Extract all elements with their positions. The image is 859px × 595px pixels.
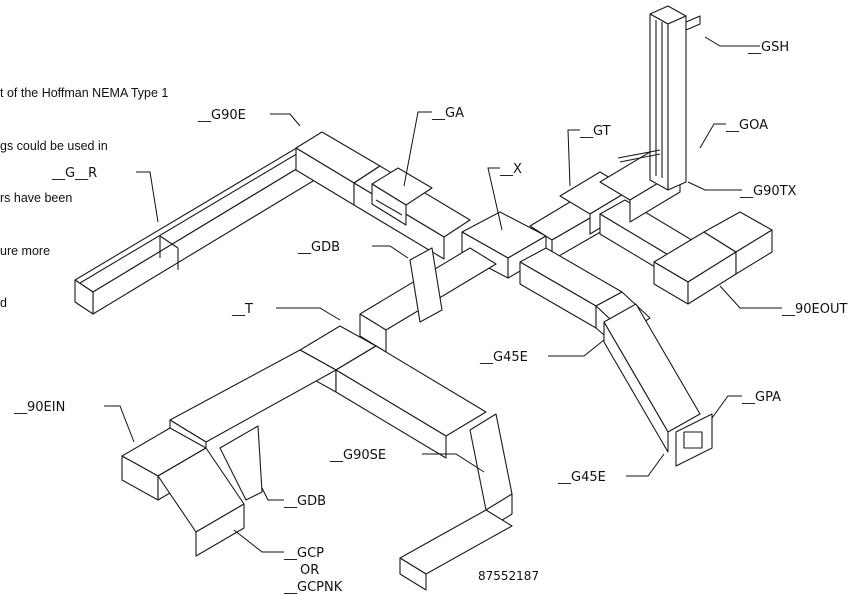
wireway-g90se-arm [335,345,487,459]
part-number: 87552187 [478,569,539,583]
leader-90eout [719,285,782,309]
intro-line: t of the Hoffman NEMA Type 1 [0,86,169,100]
label-g90tx: __G90TX [739,184,797,199]
leader-g_r [136,171,159,223]
label-gcpnk: __GCPNK [283,580,343,595]
elbow-g90se [399,413,513,591]
label-gt: __GT [579,124,611,139]
leader-g90se [422,453,485,473]
intro-line: gs could be used in [0,138,108,153]
label-gdb-top: __GDB [297,240,340,255]
leader-x [487,167,503,231]
intro-line: ure more [0,243,51,258]
label-g90e: __G90E [197,108,246,123]
label-gpa: __GPA [741,390,781,405]
leader-g90tx [687,181,742,191]
label-g90se: __G90SE [329,448,386,463]
wireway-diagonal-run [603,303,701,453]
intro-line: rs have been [0,191,73,205]
label-gdb-bottom: __GDB [283,494,326,509]
leader-goa [699,123,726,149]
label-90ein: __90EIN [13,400,65,415]
label-90eout: __90EOUT [781,302,848,317]
label-ga: __GA [431,106,464,121]
intro-line: d [0,296,7,310]
wireway-gcp-leg [157,447,245,557]
leader-gsh [704,36,760,47]
bracket-gdb-lower [219,425,263,501]
elbow-90eout [653,211,773,305]
leader-gcp [233,529,284,553]
label-gcp: __GCP [283,546,324,561]
intro-text: t of the Hoffman NEMA Type 1 gs could be… [0,50,250,330]
plate-gpa [675,413,713,467]
support-stand-gsh [617,5,701,191]
leader-gt [567,129,580,187]
label-g45e-lower: __G45E [557,470,606,485]
bracket-gdb-upper [409,247,443,323]
wireway-ga-arm [353,165,471,260]
label-gsh: __GSH [747,40,789,55]
leader-gdb-bottom [261,487,284,501]
label-t: __T [231,302,253,317]
label-goa: __GOA [725,118,768,133]
leader-90ein [104,405,135,443]
leader-g90e [270,113,301,127]
wireway-left-arm [74,145,319,315]
cross-fitting-x [461,211,547,279]
leader-g45e-upper [548,339,605,357]
label-g45e-upper: __G45E [479,350,528,365]
label-g_r: __G__R [51,166,97,181]
leader-g45e-lower [626,453,665,477]
leader-gpa [711,395,742,419]
leader-ga [403,111,432,187]
label-or: OR [300,563,319,578]
label-x: __X [499,162,522,177]
leader-gdb-top [372,245,409,259]
leader-t [276,307,341,321]
